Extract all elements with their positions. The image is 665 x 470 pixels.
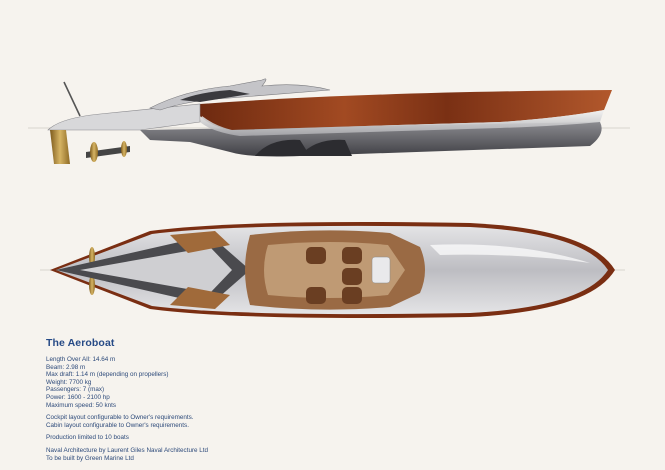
propeller-plan — [89, 275, 95, 295]
seat — [306, 247, 326, 264]
spec-list: Length Over All: 14.64 m Beam: 2.98 m Ma… — [46, 356, 346, 409]
spec-line: Max draft: 1.14 m (depending on propelle… — [46, 371, 169, 379]
hull-tunnel — [300, 139, 352, 156]
spec-line: Power: 1600 - 2100 hp — [46, 393, 110, 401]
seat — [342, 268, 362, 285]
credits: Naval Architecture by Laurent Giles Nava… — [46, 447, 346, 462]
silver-sheer-band — [200, 110, 604, 136]
seat — [342, 287, 362, 304]
credit-line: Naval Architecture by Laurent Giles Nava… — [46, 446, 209, 454]
teak-side-deck — [170, 231, 230, 253]
spec-line: Weight: 7700 kg — [46, 378, 92, 386]
rudder — [50, 130, 70, 164]
spec-line: Beam: 2.98 m — [46, 363, 86, 371]
document-title: The Aeroboat — [46, 337, 115, 349]
antenna — [63, 81, 81, 117]
note-line: Production limited to 10 boats — [46, 434, 129, 442]
layout-notes: Cockpit layout configurable to Owner's r… — [46, 414, 346, 429]
teak-side-deck — [170, 287, 230, 309]
production-note: Production limited to 10 boats — [46, 434, 346, 442]
propeller-blade — [121, 141, 127, 157]
mahogany-deck — [200, 90, 612, 130]
propeller-blade — [90, 142, 98, 162]
helm-console — [371, 256, 391, 284]
boat-side-elevation — [28, 78, 630, 164]
note-line: Cockpit layout configurable to Owner's r… — [46, 414, 194, 422]
spec-line: Length Over All: 14.64 m — [46, 356, 116, 363]
hull-tunnel — [255, 139, 310, 156]
spec-line: Maximum speed: 50 knts — [46, 401, 116, 409]
boat-plan-view — [40, 222, 625, 318]
aft-deck-inner — [80, 247, 232, 293]
aft-deck — [47, 103, 201, 131]
note-line: Cabin layout configurable to Owner's req… — [46, 421, 189, 429]
seat — [306, 287, 326, 304]
credit-line: To be built by Green Marine Ltd — [46, 454, 134, 462]
cockpit-floor — [264, 242, 405, 298]
windscreen — [180, 90, 250, 102]
specification-block: The Aeroboat Length Over All: 14.64 m Be… — [46, 337, 346, 462]
seat — [342, 247, 362, 264]
spec-line: Passengers: 7 (max) — [46, 386, 105, 394]
foredeck-highlight — [430, 244, 590, 263]
